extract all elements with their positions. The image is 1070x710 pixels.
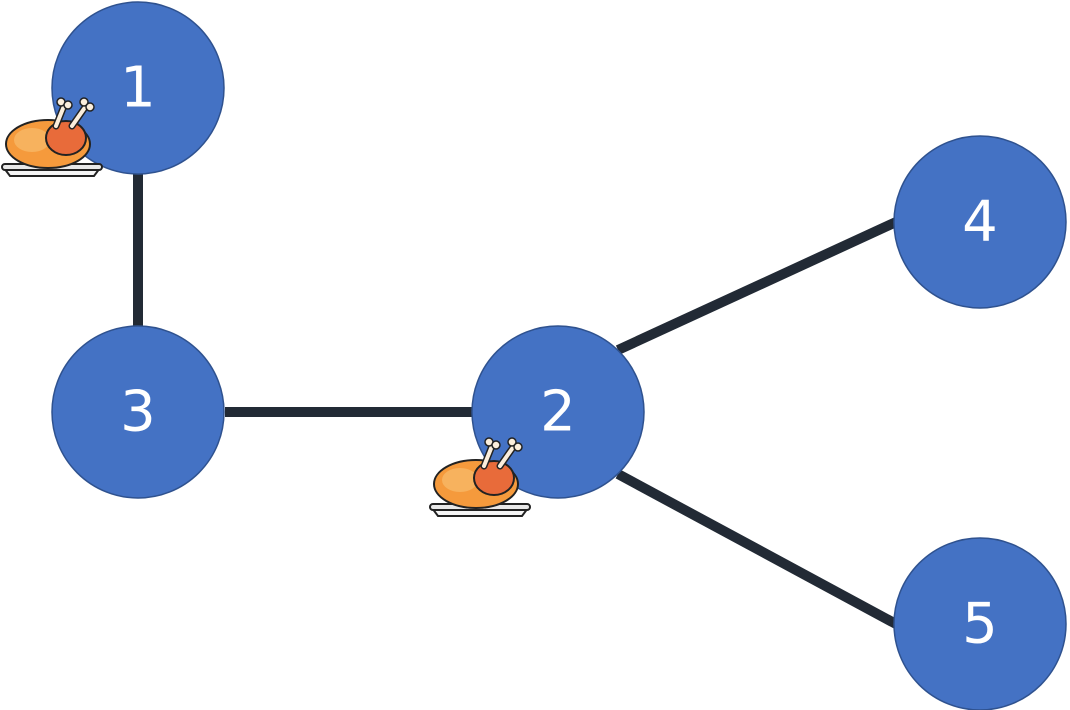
roast-chicken-icon (2, 98, 102, 176)
edge-2-5 (615, 469, 899, 629)
node-label: 1 (120, 56, 156, 121)
node-4[interactable]: 4 (893, 135, 1067, 309)
node-label: 4 (962, 190, 998, 255)
node-1[interactable]: 1 (51, 1, 225, 175)
node-2[interactable]: 2 (471, 325, 645, 499)
node-label: 5 (962, 592, 998, 657)
edge-2-4 (615, 217, 899, 355)
node-3[interactable]: 3 (51, 325, 225, 499)
node-label: 3 (120, 380, 156, 445)
node-5[interactable]: 5 (893, 537, 1067, 710)
node-label: 2 (540, 380, 576, 445)
